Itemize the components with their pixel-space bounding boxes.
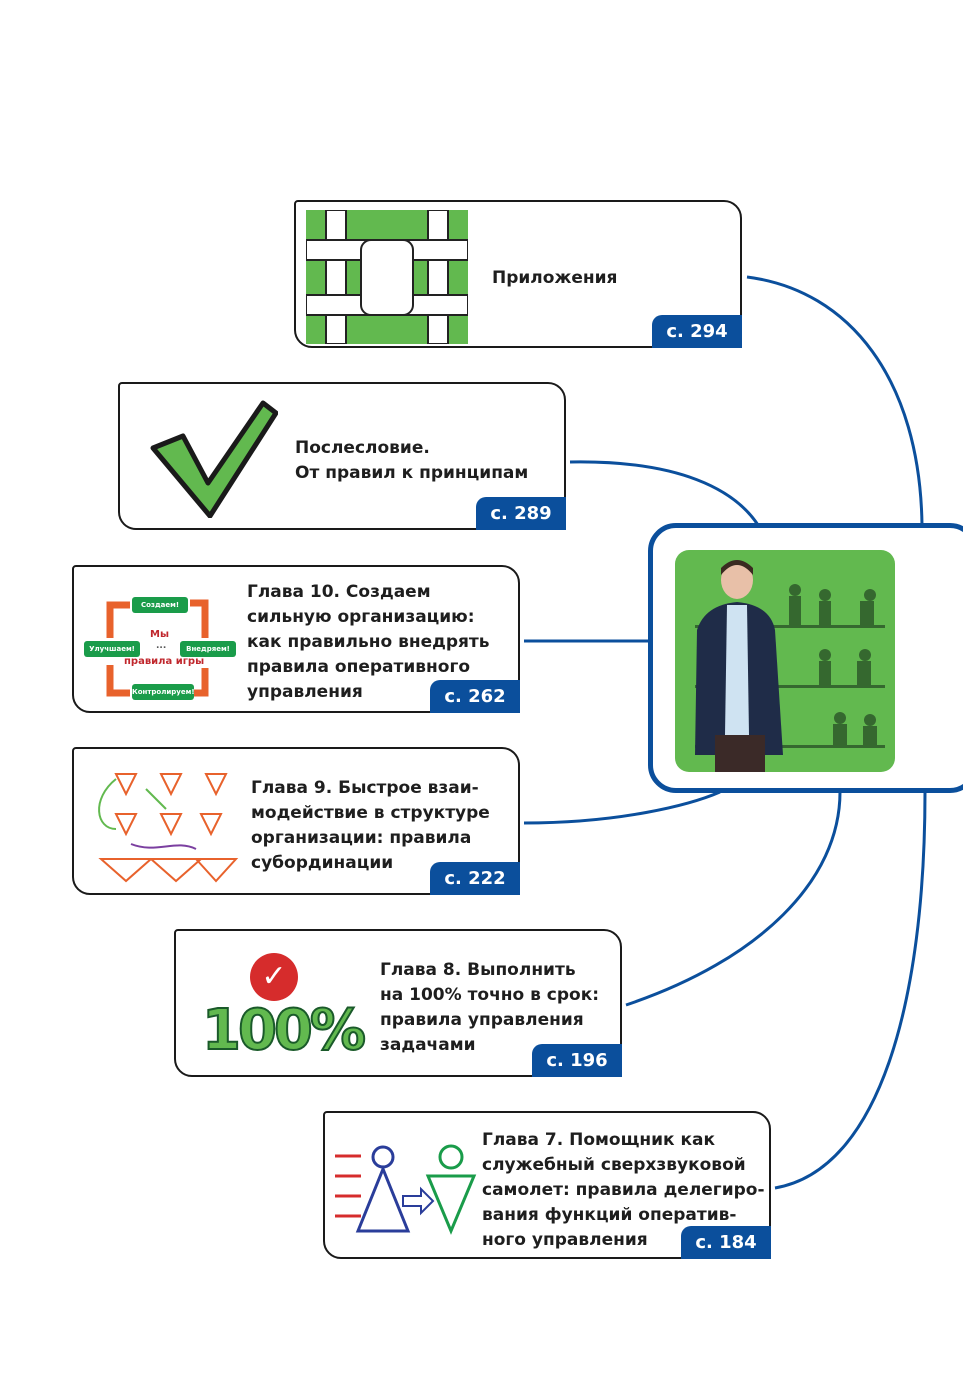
page-badge: с. 184	[681, 1226, 771, 1259]
entry-title: Глава 10. Создаем сильную организацию: к…	[247, 582, 490, 702]
hundred-percent-text: 100%	[201, 997, 367, 1064]
cycle-step-control: Контролируем!	[132, 684, 195, 700]
hands-icon	[305, 209, 469, 345]
page-badge: с. 262	[430, 680, 520, 713]
page-badge: с. 294	[652, 315, 742, 348]
org-structure-icon	[86, 769, 246, 888]
cycle-center-rules: правила игры	[124, 656, 205, 667]
toc-entry-appendix[interactable]: Приложения с. 294	[294, 200, 742, 348]
toc-entry-chapter-7[interactable]: Глава 7. Помощник как служебный сверхзву…	[323, 1111, 771, 1259]
entry-title: Глава 7. Помощник как служебный сверхзву…	[482, 1130, 765, 1250]
cycle-center-label: Мы	[150, 629, 169, 640]
check-circle-icon: ✓	[250, 953, 298, 1001]
hundred-percent-icon: ✓ 100%	[201, 953, 367, 1064]
page-badge: с. 222	[430, 862, 520, 895]
checkmark-icon	[148, 398, 279, 522]
cycle-step-implement: Внедряем!	[180, 641, 236, 657]
entry-title: Послесловие. От правил к принципам	[295, 438, 529, 483]
cycle-diagram-icon: Создаем! Внедряем! Контролируем! Улучшае…	[80, 593, 240, 703]
toc-entry-chapter-10[interactable]: Создаем! Внедряем! Контролируем! Улучшае…	[72, 565, 520, 713]
toc-entry-chapter-9[interactable]: Глава 9. Быстрое взаи- модействие в стру…	[72, 747, 520, 895]
entry-title: Глава 9. Быстрое взаи- модействие в стру…	[251, 778, 490, 873]
author-photo	[675, 550, 895, 772]
author-frame	[648, 523, 963, 793]
toc-entry-afterword[interactable]: Послесловие. От правил к принципам с. 28…	[118, 382, 566, 530]
cycle-center-dots: ...	[156, 641, 167, 651]
page-badge: с. 196	[532, 1044, 622, 1077]
cycle-step-create: Создаем!	[132, 597, 188, 613]
cycle-step-improve: Улучшаем!	[84, 641, 140, 657]
entry-title: Приложения	[492, 268, 618, 288]
delegation-icon	[333, 1141, 483, 1240]
toc-entry-chapter-8[interactable]: ✓ 100% Глава 8. Выполнить на 100% точно …	[174, 929, 622, 1077]
page-badge: с. 289	[476, 497, 566, 530]
entry-title: Глава 8. Выполнить на 100% точно в срок:…	[380, 960, 600, 1055]
